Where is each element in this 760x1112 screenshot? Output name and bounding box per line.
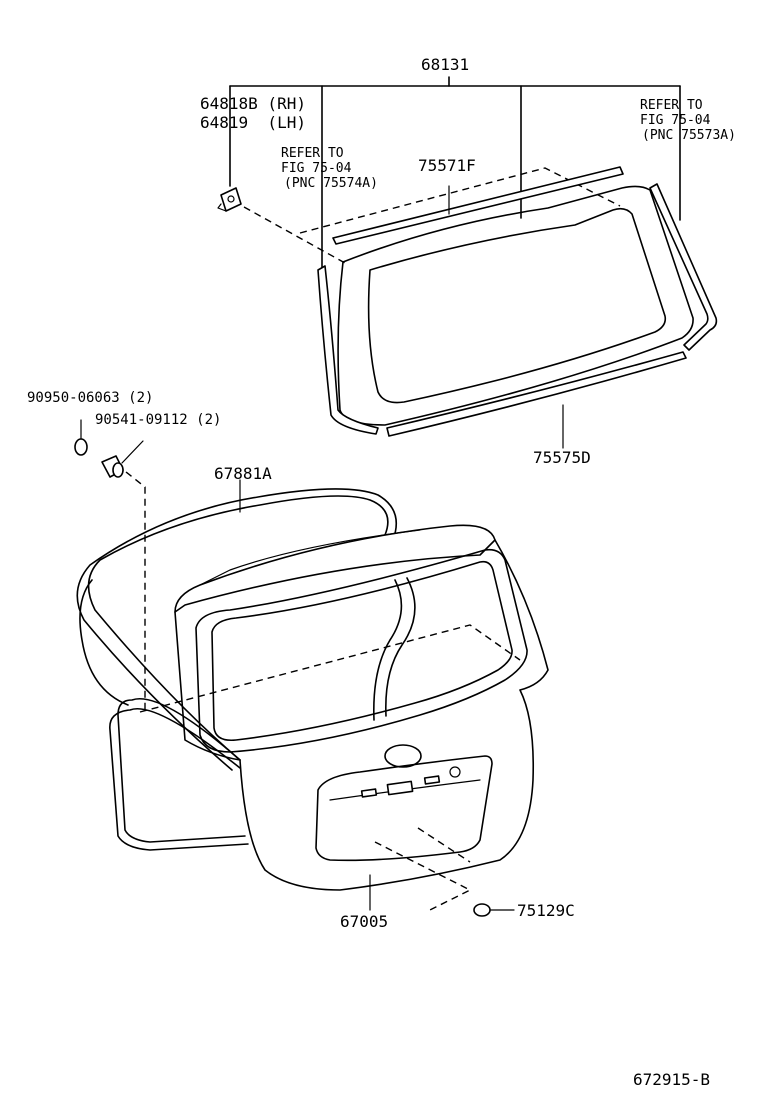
- assy-bracket-leaders: [229, 76, 681, 269]
- label-refer-right-line2: FIG 75-04: [640, 113, 711, 128]
- figure-id: 672915-B: [633, 1070, 711, 1089]
- left-side-moulding: [317, 265, 379, 435]
- label-refer-right-line3: (PNC 75573A): [642, 128, 736, 143]
- label-weatherstrip: 67881A: [214, 464, 272, 483]
- lower-moulding: [386, 351, 687, 449]
- upper-moulding: [332, 166, 624, 245]
- label-stopper: 90541-09112 (2): [95, 412, 222, 428]
- label-hinge-rh: 64818B (RH): [200, 94, 306, 113]
- label-refer-left-line1: REFER TO: [281, 146, 344, 161]
- right-side-moulding: [649, 183, 718, 351]
- label-assy-68131: 68131: [421, 55, 470, 74]
- weatherstrip: [76, 479, 397, 851]
- plug-part: [74, 419, 88, 456]
- label-lower-moulding: 75575D: [533, 448, 591, 467]
- cover-part: [473, 903, 515, 917]
- label-plug: 90950-06063 (2): [27, 390, 154, 406]
- label-hinge-lh: 64819 (LH): [200, 113, 306, 132]
- back-glass: [299, 167, 694, 426]
- stopper-part: [101, 440, 146, 710]
- label-refer-right-line1: REFER TO: [640, 98, 703, 113]
- label-cover: 75129C: [517, 901, 575, 920]
- hinge-part: [217, 187, 346, 264]
- label-door-panel: 67005: [340, 912, 389, 931]
- back-door-panel: [139, 524, 549, 911]
- label-upper-moulding: 75571F: [418, 156, 476, 175]
- label-refer-left-line2: FIG 75-04: [281, 161, 352, 176]
- label-refer-left-line3: (PNC 75574A): [284, 176, 378, 191]
